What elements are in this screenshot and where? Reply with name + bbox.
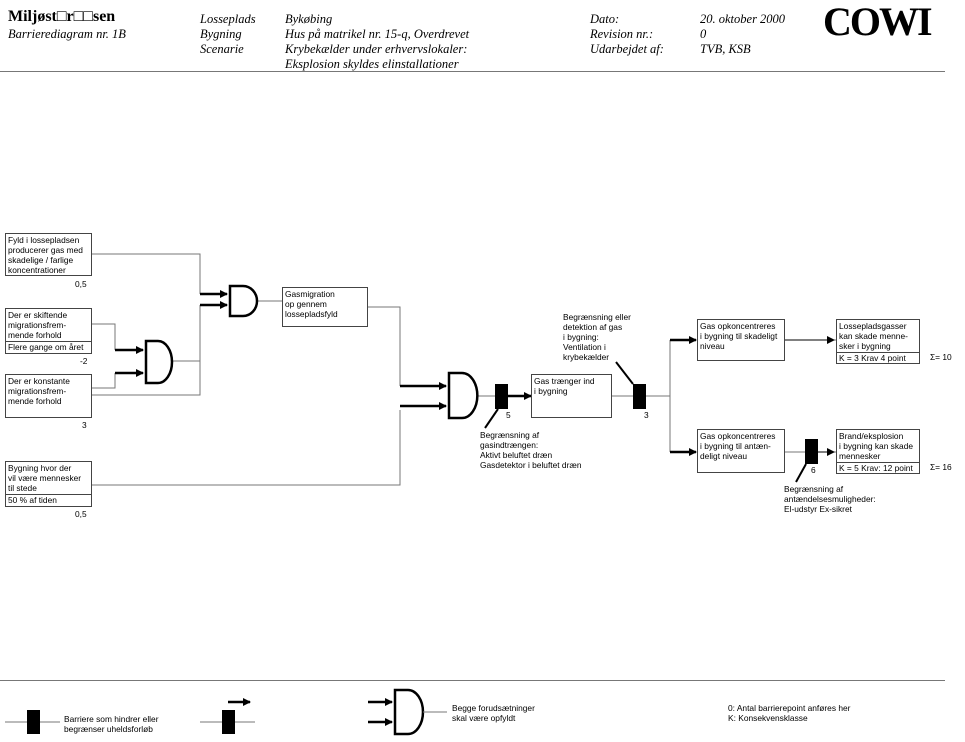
- and-gate-2: [144, 339, 174, 385]
- gate2-input-arrows: [115, 346, 144, 377]
- box-fyld-value: 0,5: [75, 279, 87, 289]
- barrier-1-value: 5: [506, 410, 511, 420]
- legend-notes: 0: Antal barrierepoint anføres her K: Ko…: [728, 703, 851, 723]
- sum-1: Σ= 10: [930, 352, 952, 362]
- and-gate-1: [228, 284, 259, 318]
- barrier-2-block: [633, 384, 646, 409]
- legend-barrier-text: Barriere som hindrer eller begrænser uhe…: [64, 714, 159, 734]
- barrier-3-value: 6: [811, 465, 816, 475]
- barrier-1-pointer: [484, 408, 499, 429]
- gate3-input-arrows: [400, 382, 447, 410]
- box-konstante: Der er konstante migrationsfrem- mende f…: [5, 374, 92, 418]
- barrier-1-block: [495, 384, 508, 409]
- bygning-value: Hus på matrikel nr. 15-q, Overdrevet: [285, 27, 470, 41]
- barrier-2-note: Begrænsning eller detektion af gas i byg…: [563, 312, 631, 362]
- and-gate-3: [447, 371, 479, 420]
- box-konstante-value: 3: [82, 420, 87, 430]
- dato-value: 20. oktober 2000: [700, 12, 786, 26]
- barrier-1-note: Begrænsning af gasindtrængen: Aktivt bel…: [480, 430, 582, 470]
- barrier-2-value: 3: [644, 410, 649, 420]
- gate1-input-arrows: [200, 290, 228, 309]
- document-subtitle: Barrierediagram nr. 1B: [8, 27, 126, 41]
- bygning-label: Bygning: [200, 27, 242, 41]
- box-skiftende-value: -2: [80, 356, 88, 366]
- legend-and-gate: [393, 688, 425, 736]
- scenarie-value-1: Krybekælder under erhvervslokaler:: [285, 42, 468, 56]
- box-skiftende: Der er skiftende migrationsfrem- mende f…: [5, 308, 92, 354]
- legend-gate-text: Begge forudsætninger skal være opfyldt: [452, 703, 535, 723]
- box-gas-traenger: Gas trænger ind i bygning: [531, 374, 612, 418]
- cowi-logo: COWI: [823, 0, 933, 44]
- box-fyld: Fyld i lossepladsen producerer gas med s…: [5, 233, 92, 276]
- box-lossepladsgasser: Lossepladsgasser kan skade menne- sker i…: [836, 319, 920, 364]
- box-bygning: Bygning hvor der vil være mennesker til …: [5, 461, 92, 507]
- dato-label: Dato:: [590, 12, 620, 26]
- losseplads-value: Bykøbing: [285, 12, 333, 26]
- box-opkoncentreres-skadeligt: Gas opkoncentreres i bygning til skadeli…: [697, 319, 785, 361]
- barrier-2-pointer: [615, 361, 634, 385]
- box-brand-eksplosion: Brand/eksplosion i bygning kan skade men…: [836, 429, 920, 474]
- box-bygning-value: 0,5: [75, 509, 87, 519]
- barrier-3-block: [805, 439, 818, 464]
- legend-gate-inputs: [368, 698, 393, 726]
- sum-2: Σ= 16: [930, 462, 952, 472]
- barrier-3-note: Begrænsning af antændelsesmuligheder: El…: [784, 484, 876, 514]
- legend-barrier-arrow-block: [222, 710, 235, 734]
- barrier-3-pointer: [795, 463, 807, 483]
- udarbejdet-value: TVB, KSB: [700, 42, 751, 56]
- box-gasmigration: Gasmigration op gennem lossepladsfyld: [282, 287, 368, 327]
- scenarie-label: Scenarie: [200, 42, 244, 56]
- document-title: Miljøst□r□□sen: [8, 8, 116, 25]
- scenarie-value-2: Eksplosion skyldes elinstallationer: [285, 57, 459, 71]
- revision-label: Revision nr.:: [590, 27, 654, 41]
- losseplads-label: Losseplads: [200, 12, 256, 26]
- revision-value: 0: [700, 27, 707, 41]
- box-opkoncentreres-antaendeligt: Gas opkoncentreres i bygning til antæn- …: [697, 429, 785, 473]
- udarbejdet-label: Udarbejdet af:: [590, 42, 664, 56]
- legend-barrier-block: [27, 710, 40, 734]
- branch-arrows: [670, 336, 697, 456]
